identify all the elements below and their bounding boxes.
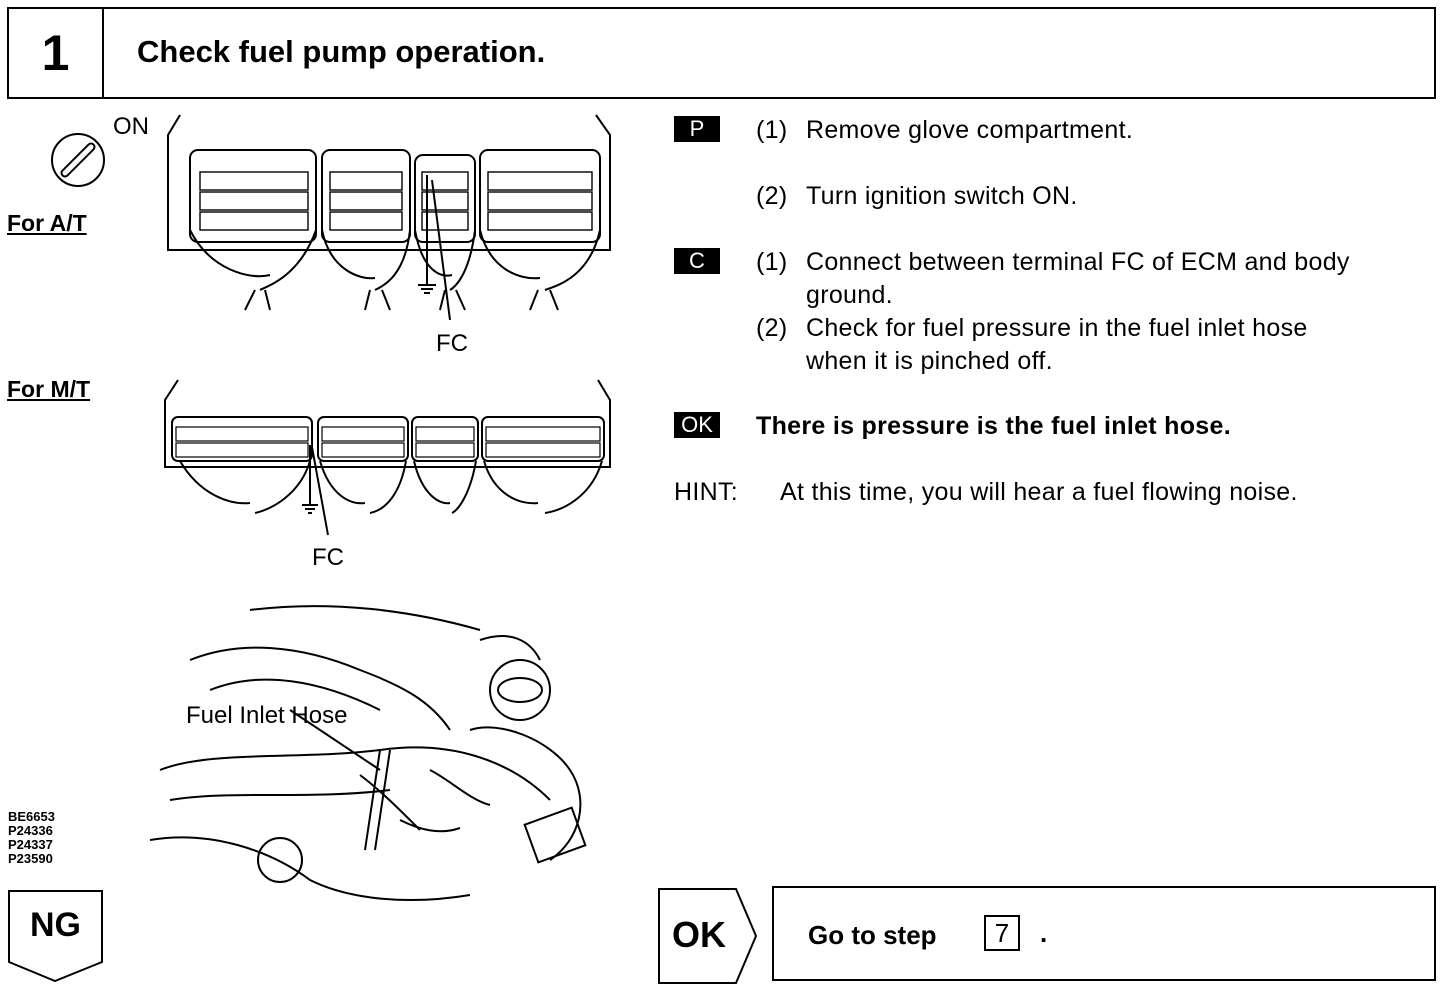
c-step-2-cont: when it is pinched off. [806,347,1053,375]
c-step-2: (2) Check for fuel pressure in the fuel i… [756,314,1308,343]
p-badge: P [674,116,720,142]
for-at-label: For A/T [7,210,87,236]
step-num: (1) [756,116,788,144]
c-badge: C [674,248,720,274]
goto-step-box: Go to step 7 . [772,886,1436,981]
goto-text: Go to step [808,920,937,950]
figure-code: P23590 [8,851,53,866]
switch-on-label: ON [113,113,149,140]
figure-code: P24336 [8,823,53,838]
p-step-2: (2) Turn ignition switch ON. [756,182,1078,211]
engine-fuel-hose-illustration [150,605,587,901]
ng-branch-shape [8,890,103,982]
ignition-switch-icon [51,133,105,187]
step-text: Check for fuel pressure in the fuel inle… [806,314,1308,342]
step-number: 1 [9,9,104,97]
figure-code: BE6653 [8,809,55,824]
ok-result-text: There is pressure is the fuel inlet hose… [756,412,1231,440]
step-text: Remove glove compartment. [806,116,1134,144]
figure-codes: BE6653 P24336 P24337 P23590 [8,810,55,866]
ok-badge: OK [674,412,720,438]
goto-period: . [1040,918,1048,948]
hint-text: At this time, you will hear a fuel flowi… [780,478,1298,506]
c-step-1-cont: ground. [806,281,893,309]
fc-label-mt: FC [312,544,344,571]
c-step-1: (1) Connect between terminal FC of ECM an… [756,248,1350,277]
step-num: (2) [756,314,788,342]
step-text: Turn ignition switch ON. [806,182,1078,210]
p-step-1: (1) Remove glove compartment. [756,116,1133,145]
step-num: (2) [756,182,788,210]
step-text: Connect between terminal FC of ECM and b… [806,248,1350,276]
ok-label: OK [672,914,726,955]
for-mt-label: For M/T [7,376,91,402]
ok-branch-shape [658,888,758,984]
step-header: 1 Check fuel pump operation. [7,7,1436,99]
fuel-inlet-hose-label: Fuel Inlet Hose [186,702,348,729]
goto-step-link[interactable]: 7 [984,915,1020,951]
ng-label: NG [30,906,81,944]
ecm-connector-mt-diagram [164,379,611,536]
figure-code: P24337 [8,837,53,852]
fc-label-at: FC [436,330,468,357]
hint-label: HINT: [674,478,738,506]
step-num: (1) [756,248,788,276]
ecm-connector-at-diagram [167,114,611,321]
step-title: Check fuel pump operation. [137,34,546,69]
